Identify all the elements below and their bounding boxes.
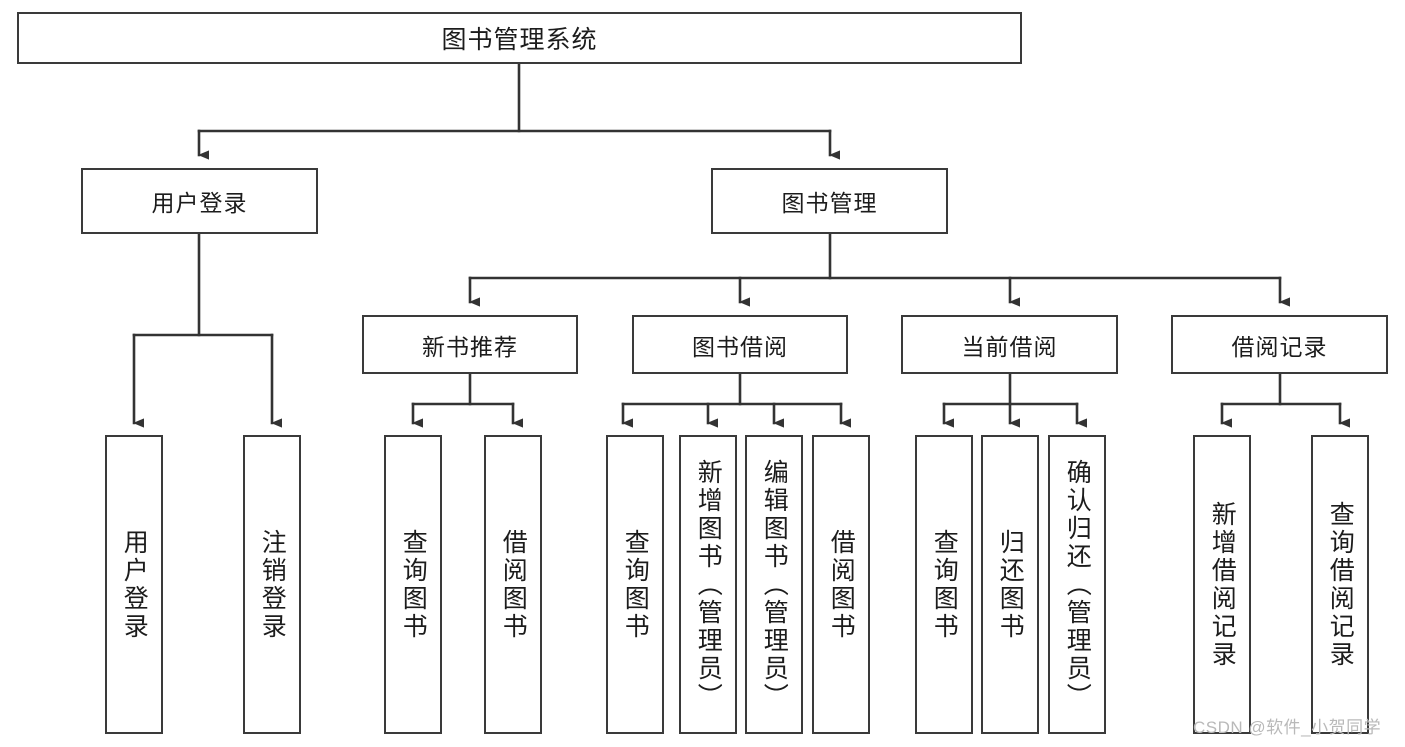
leaf-borrow-book-2[interactable]: 借阅图书 [812, 435, 870, 734]
leaf-query-book-2-label: 查询图书 [621, 528, 650, 641]
node-current-borrow[interactable]: 当前借阅 [901, 315, 1118, 374]
node-root-book-management-system[interactable]: 图书管理系统 [17, 12, 1022, 64]
node-borrow-record[interactable]: 借阅记录 [1171, 315, 1388, 374]
leaf-query-book-1-label: 查询图书 [399, 528, 428, 641]
leaf-logout-login[interactable]: 注销登录 [243, 435, 301, 734]
node-new-book-recommend[interactable]: 新书推荐 [362, 315, 578, 374]
node-user-login[interactable]: 用户登录 [81, 168, 318, 234]
node-current-borrow-label: 当前借阅 [961, 333, 1058, 360]
node-book-manage[interactable]: 图书管理 [711, 168, 948, 234]
leaf-logout-login-label: 注销登录 [258, 528, 287, 641]
leaf-query-book-1[interactable]: 查询图书 [384, 435, 442, 734]
leaf-confirm-return-label: 确认归还（管理员） [1063, 458, 1092, 711]
leaf-user-login[interactable]: 用户登录 [105, 435, 163, 734]
node-book-borrow-label: 图书借阅 [692, 333, 788, 360]
leaf-user-login-label: 用户登录 [120, 528, 149, 641]
leaf-return-book-label: 归还图书 [996, 528, 1025, 641]
leaf-edit-book[interactable]: 编辑图书（管理员） [745, 435, 803, 734]
node-new-book-recommend-label: 新书推荐 [422, 333, 518, 360]
leaf-borrow-book-2-label: 借阅图书 [827, 528, 856, 641]
leaf-add-record[interactable]: 新增借阅记录 [1193, 435, 1251, 734]
node-book-borrow[interactable]: 图书借阅 [632, 315, 848, 374]
leaf-return-book[interactable]: 归还图书 [981, 435, 1039, 734]
leaf-borrow-book-1-label: 借阅图书 [499, 528, 528, 641]
node-book-manage-label: 图书管理 [781, 190, 878, 216]
leaf-query-record-label: 查询借阅记录 [1326, 500, 1355, 669]
node-root-label: 图书管理系统 [441, 26, 598, 54]
leaf-query-record[interactable]: 查询借阅记录 [1311, 435, 1369, 734]
leaf-add-record-label: 新增借阅记录 [1208, 500, 1237, 669]
leaf-add-book[interactable]: 新增图书（管理员） [679, 435, 737, 734]
leaf-query-book-3-label: 查询图书 [930, 528, 959, 641]
leaf-add-book-label: 新增图书（管理员） [694, 458, 723, 711]
node-user-login-label: 用户登录 [151, 190, 248, 216]
leaf-confirm-return[interactable]: 确认归还（管理员） [1048, 435, 1106, 734]
leaf-borrow-book-1[interactable]: 借阅图书 [484, 435, 542, 734]
leaf-query-book-3[interactable]: 查询图书 [915, 435, 973, 734]
leaf-edit-book-label: 编辑图书（管理员） [760, 458, 789, 711]
leaf-query-book-2[interactable]: 查询图书 [606, 435, 664, 734]
node-borrow-record-label: 借阅记录 [1231, 333, 1328, 360]
